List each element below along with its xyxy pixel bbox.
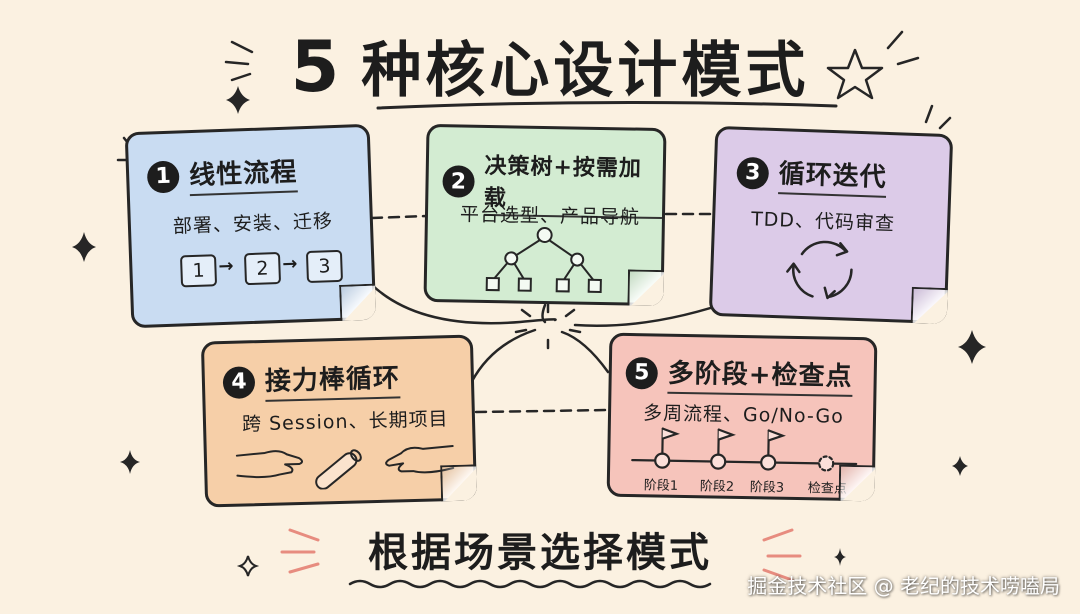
step-chip: 1 (179, 254, 218, 288)
sparkle-icons (72, 86, 986, 577)
card-badge: 3 (736, 156, 770, 190)
title-underline (376, 100, 838, 110)
stage-label: 阶段3 (749, 480, 785, 496)
arrow-right-icon: → (281, 253, 298, 275)
curve-connector-4 (468, 328, 537, 387)
title-text: 种核心设计模式 (361, 36, 810, 106)
baton-handoff-icon (235, 445, 455, 490)
card-header: 5 多阶段+检查点 (625, 352, 853, 397)
step-chip: 2 (243, 251, 282, 286)
card-multi-stage: 5 多阶段+检查点 多周流程、Go/No-Go 阶段1 阶段2 阶段3 检查点 (606, 332, 878, 502)
title-number: 5 (290, 26, 344, 108)
bottom-subtitle: 根据场景选择模式 (368, 530, 712, 576)
card-baton-loop: 4 接力棒循环 跨 Session、长期项目 (200, 334, 478, 508)
curve-connector-2 (541, 303, 547, 324)
accent-mark (288, 528, 320, 542)
page-curl (910, 286, 948, 325)
sparkle-outline-icon (236, 555, 260, 577)
timeline-icon (631, 427, 858, 472)
star-icon (826, 48, 884, 100)
spark-lines-card3 (924, 104, 952, 130)
stage-label: 阶段2 (699, 479, 735, 495)
page-curl (339, 283, 377, 321)
page-curl (838, 464, 876, 502)
burst-icon (514, 302, 582, 350)
card-badge: 5 (625, 356, 659, 390)
card-badge: 2 (442, 165, 475, 198)
card-linear-flow: 1 线性流程 部署、安装、迁移 1 → 2 → 3 (124, 123, 377, 329)
card-description: TDD、代码审查 (750, 208, 896, 236)
sparkle-icon (952, 456, 968, 476)
card-badge: 1 (146, 159, 180, 194)
subtitle-underline (348, 579, 712, 589)
stage-label: 阶段1 (643, 478, 679, 494)
spark-lines-left (224, 40, 254, 82)
sparkle-icon (226, 86, 250, 114)
card-title: 接力棒循环 (264, 357, 401, 402)
sparkle-icon (834, 548, 846, 566)
sparkle-icon (958, 330, 986, 364)
card-title: 循环迭代 (778, 153, 888, 198)
curve-connector-5 (560, 330, 610, 374)
sparkle-icon (72, 232, 96, 262)
accent-mark (288, 562, 320, 574)
card-decision-tree: 2 决策树+按需加载 平台选型、产品导航 (423, 123, 667, 307)
accent-mark (762, 568, 794, 582)
cycle-icon (786, 240, 853, 300)
card-title: 线性流程 (188, 151, 298, 197)
tree-icon (485, 226, 602, 294)
card-description: 部署、安装、迁移 (172, 210, 334, 238)
watermark: 掘金技术社区 @ 老纪的技术唠嗑局 (747, 574, 1060, 598)
card-header: 3 循环迭代 (736, 152, 888, 198)
spark-lines-right (886, 30, 920, 66)
card-title: 多阶段+检查点 (667, 352, 853, 397)
accent-mark (762, 528, 794, 542)
subtitle-accent-marks (280, 528, 802, 582)
dash-connector-4-5 (474, 408, 610, 414)
card-header: 4 接力棒循环 (222, 357, 401, 403)
curve-connector-1 (370, 283, 557, 325)
step-chip: 3 (305, 249, 344, 284)
page-curl (440, 464, 478, 502)
arrow-right-icon: → (218, 255, 234, 278)
card-header: 1 线性流程 (146, 151, 298, 197)
card-badge: 4 (222, 365, 256, 399)
dash-connector-1-2 (370, 214, 430, 220)
card-iteration-loop: 3 循环迭代 TDD、代码审查 (708, 125, 954, 325)
page-curl (627, 269, 665, 307)
sparkle-icon (120, 450, 140, 474)
